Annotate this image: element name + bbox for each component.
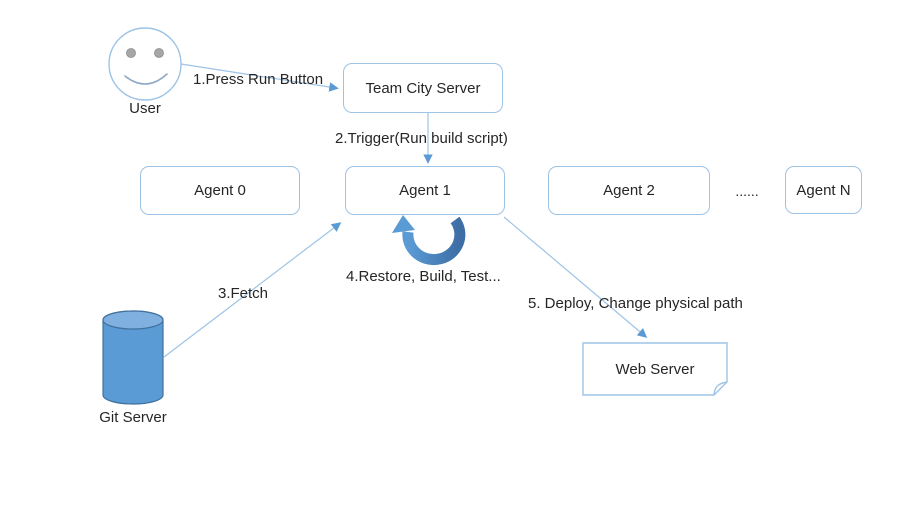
node-agent-2-label: Agent 2 [603, 182, 655, 199]
edge-deploy-label: 5. Deploy, Change physical path [528, 295, 743, 312]
edge-fetch-arrow [163, 222, 342, 358]
self-loop-arrowhead [392, 215, 415, 233]
node-agent-2: Agent 2 [548, 166, 710, 215]
node-team-city-server-label: Team City Server [365, 79, 481, 97]
edge-loop-label: 4.Restore, Build, Test... [346, 268, 501, 285]
node-agent-1-label: Agent 1 [399, 182, 451, 199]
edge-press-run-label: 1.Press Run Button [193, 71, 324, 88]
node-agent-n: Agent N [785, 166, 862, 214]
edge-press-run-arrow [180, 63, 339, 92]
node-agent-0: Agent 0 [140, 166, 300, 215]
node-agent-0-label: Agent 0 [194, 182, 246, 199]
smiley-smile [124, 73, 168, 85]
edge-trigger-label: 2.Trigger(Run build script) [335, 130, 508, 147]
smiley-head [108, 27, 182, 101]
smiley-left-eye [126, 48, 136, 58]
edge-fetch-label: 3.Fetch [218, 285, 269, 302]
web-server-box-outline [582, 342, 728, 396]
smiley-right-eye [154, 48, 164, 58]
node-agent-n-label: Agent N [796, 181, 851, 199]
web-server-shape [582, 342, 728, 396]
agent-ellipsis-label: ...... [735, 183, 759, 199]
cylinder-top [102, 310, 164, 330]
node-web-server-label: Web Server [615, 360, 695, 378]
web-server-folded-corner [713, 381, 728, 396]
user-smiley-icon [108, 27, 182, 101]
edge-deploy-arrow [503, 216, 648, 338]
node-web-server: Web Server [583, 343, 727, 395]
git-server-cylinder-icon [102, 310, 164, 405]
node-git-server-label: Git Server [99, 409, 167, 426]
self-loop-arc [402, 216, 466, 266]
node-team-city-server: Team City Server [343, 63, 503, 113]
node-agent-1: Agent 1 [345, 166, 505, 215]
self-loop-arrow [392, 215, 466, 266]
node-user-label: User [129, 100, 161, 117]
